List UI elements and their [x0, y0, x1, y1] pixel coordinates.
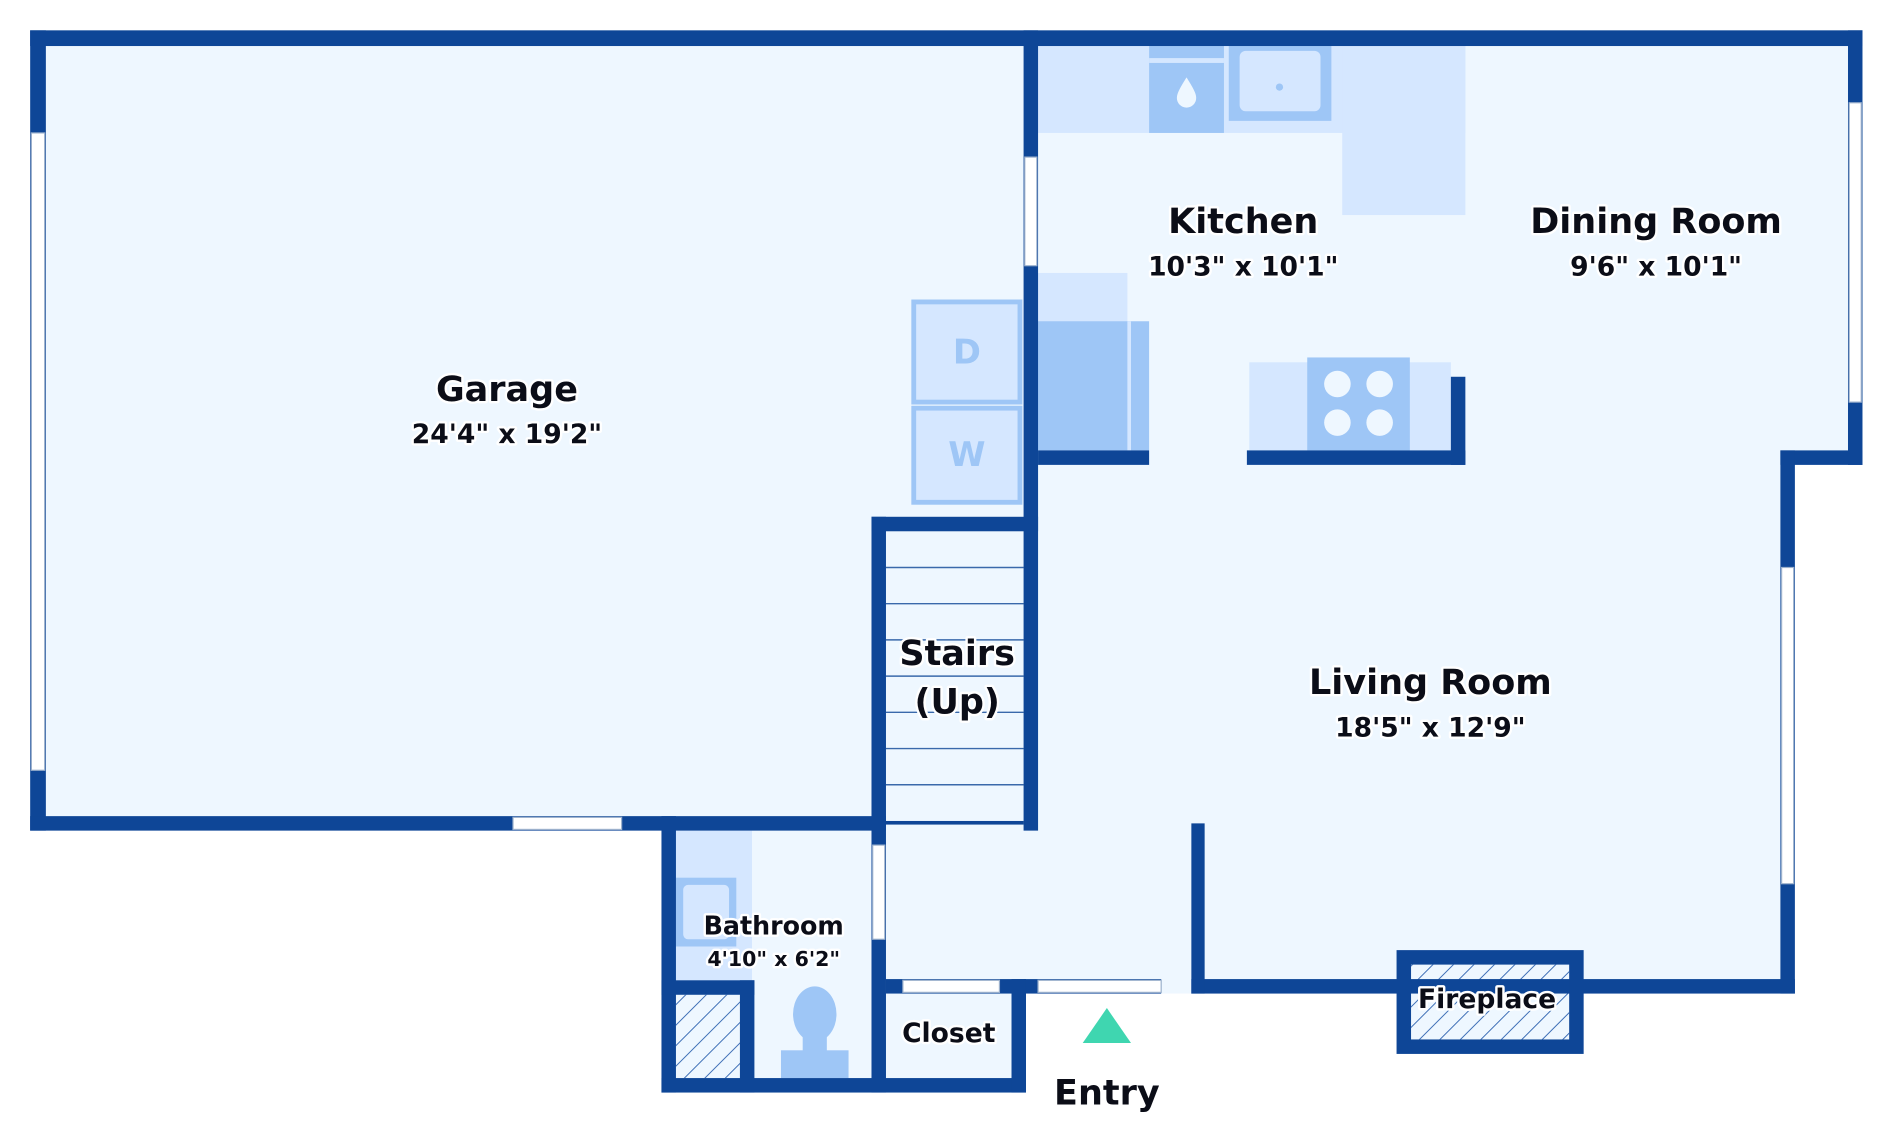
wall — [885, 820, 1024, 825]
fireplace-label: Fireplace — [1418, 984, 1556, 1015]
entry-marker-icon — [1082, 1008, 1132, 1044]
walls — [30, 30, 1863, 1093]
window[interactable] — [30, 132, 46, 771]
kitchen-dims: 10'3" x 10'1" — [1148, 251, 1338, 282]
bathroom-dims: 4'10" x 6'2" — [707, 947, 840, 971]
closet-floor — [885, 979, 1026, 1093]
fireplace-hatch — [1411, 964, 1570, 1040]
kitchen-name: Kitchen — [1168, 202, 1318, 242]
window[interactable] — [512, 816, 623, 831]
water-drop-icon — [1176, 77, 1197, 108]
bathroom-closet-hatch — [675, 994, 742, 1079]
fixtures: D W — [675, 46, 1570, 1079]
stairs-direction: (Up) — [914, 683, 999, 723]
entry-label: Entry — [1054, 1074, 1160, 1114]
hall-floor — [871, 820, 1041, 994]
dining-name: Dining Room — [1530, 202, 1782, 242]
stove — [1307, 357, 1410, 451]
wall — [1450, 376, 1466, 465]
burner-icon — [1366, 409, 1393, 436]
wall — [1023, 30, 1039, 831]
wall — [1011, 979, 1026, 1093]
dining-dims: 9'6" x 10'1" — [1570, 251, 1742, 282]
fridge-door-line — [1127, 321, 1132, 451]
burner-icon — [1366, 370, 1393, 398]
entry-door[interactable] — [1037, 979, 1162, 993]
wall — [30, 30, 1863, 47]
living-dims: 18'5" x 12'9" — [1335, 712, 1525, 743]
burner-icon — [1324, 409, 1351, 436]
refrigerator — [1038, 321, 1150, 451]
kitchen-counter-return — [1342, 46, 1466, 216]
dryer — [911, 299, 1023, 405]
closet-door[interactable] — [902, 979, 1001, 993]
stairs-floor — [871, 516, 1039, 831]
garage-name: Garage — [436, 370, 578, 410]
garage-floor — [30, 30, 1033, 831]
wall — [871, 516, 886, 1093]
doorway[interactable] — [1024, 156, 1038, 267]
stairs-label: Stairs — [899, 634, 1015, 674]
window[interactable] — [1848, 102, 1862, 403]
living-floor — [1023, 450, 1795, 994]
wall — [661, 980, 755, 995]
wall — [871, 516, 1039, 532]
wall — [1191, 823, 1205, 994]
burner-icon — [1324, 370, 1351, 398]
wall — [1038, 450, 1150, 465]
wall — [739, 980, 755, 1093]
toilet-bowl — [793, 986, 837, 1042]
dishwasher-line — [1149, 58, 1224, 63]
bathroom-sink-basin — [683, 884, 730, 940]
floors — [30, 30, 1863, 1093]
fireplace — [1396, 950, 1584, 1054]
closet-label: Closet — [902, 1018, 996, 1049]
wall — [30, 816, 886, 831]
openings — [30, 102, 1862, 993]
wall — [661, 1078, 1026, 1093]
wall — [1246, 450, 1466, 465]
labels: Garage 24'4" x 19'2" Kitchen 10'3" x 10'… — [409, 200, 1784, 1116]
living-name: Living Room — [1309, 663, 1552, 703]
washer-label: W — [948, 435, 985, 474]
garage-dims: 24'4" x 19'2" — [412, 419, 602, 450]
dryer-label: D — [953, 332, 981, 371]
wall — [1780, 450, 1863, 465]
sink-drain-icon — [1275, 83, 1284, 91]
window[interactable] — [1781, 566, 1795, 885]
toilet-tank — [780, 1050, 849, 1079]
wall — [1191, 979, 1795, 994]
washer — [911, 405, 1023, 505]
sink-basin — [1239, 50, 1321, 112]
fridge-top — [1038, 272, 1128, 324]
bathroom-door[interactable] — [872, 844, 886, 940]
wall — [661, 816, 676, 1093]
bathroom-name: Bathroom — [704, 910, 844, 940]
